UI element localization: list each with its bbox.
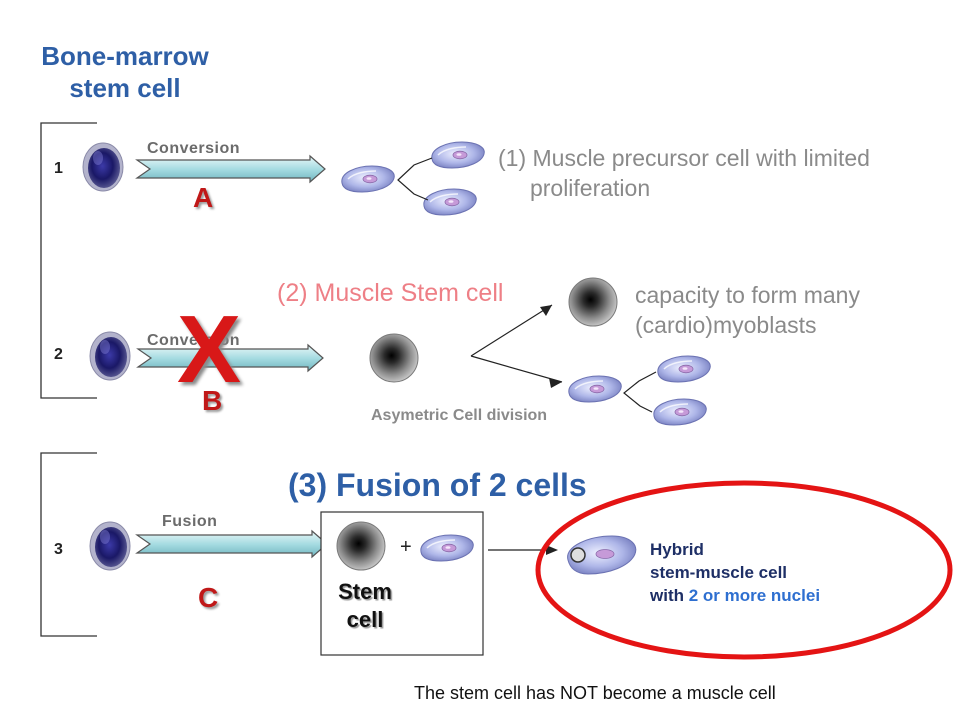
hybrid-line-3: with 2 or more nuclei [650,584,820,607]
pathway-letter-c: C [198,582,219,613]
outcome-3-title: (3) Fusion of 2 cells [288,467,587,503]
footnote: The stem cell has NOT become a muscle ce… [414,683,776,703]
arrow-fusion-c [135,529,328,559]
muscle-cell [431,141,486,169]
bracket-row-3 [40,452,97,637]
bone-marrow-cell-1 [82,142,124,192]
division-arrow-up-head [540,305,552,316]
muscle-stem-cell [568,277,618,327]
stem-cell [369,333,419,383]
cross-mark: X [177,296,242,403]
fusion-result-arrow-head [546,545,558,555]
page-title: Bone-marrow stem cell [41,41,209,103]
arrow-conversion-a [135,154,326,184]
arrow-conversion-b [136,343,324,373]
bracket-rows-1-2 [40,122,97,399]
hybrid-stem-nucleus [570,547,586,563]
muscle-cell [568,375,623,403]
division-arrow-up [470,304,553,357]
arrow-label-fusion: Fusion [162,513,218,530]
stem-cell [336,521,386,571]
row-number-2: 2 [54,346,63,363]
division-arrow-down-head [549,378,562,388]
outcome-1-label: (1) Muscle precursor cell with limited p… [498,145,870,201]
hybrid-line-2: stem-muscle cell [650,563,788,582]
pathway-letter-a: A [193,182,214,213]
division-arrow-down [470,355,563,383]
split-arrow-1 [397,157,433,201]
hybrid-line-1: Hybrid [650,540,704,559]
muscle-cell [657,355,712,383]
pathway-letter-b: B [202,385,223,416]
muscle-cell [341,165,396,193]
hybrid-nucleus [595,549,615,559]
arrow-label-conversion: Conversion [147,332,241,349]
muscle-cell [423,188,478,216]
row-number-1: 1 [54,160,63,177]
row-number-3: 3 [54,541,63,558]
plus-sign: + [400,536,412,558]
stem-cell-label: Stem cell [338,579,392,632]
hybrid-nuclei-highlight: 2 or more nuclei [688,586,821,605]
hybrid-description: Hybrid stem-muscle cell with 2 or more n… [650,538,820,607]
split-arrow-2 [623,371,657,413]
asymmetric-division-label: Asymetric Cell division [371,407,548,424]
muscle-cell [653,398,708,426]
hybrid-highlight-oval [535,480,953,660]
bone-marrow-cell-2 [89,331,131,381]
outcome-2-title: (2) Muscle Stem cell [277,279,504,307]
arrow-label-conversion: Conversion [147,140,241,157]
outcome-2-capacity: capacity to form many (cardio)myoblasts [635,282,860,338]
bone-marrow-cell-3 [89,521,131,571]
hybrid-line-3-prefix: with [650,586,689,605]
